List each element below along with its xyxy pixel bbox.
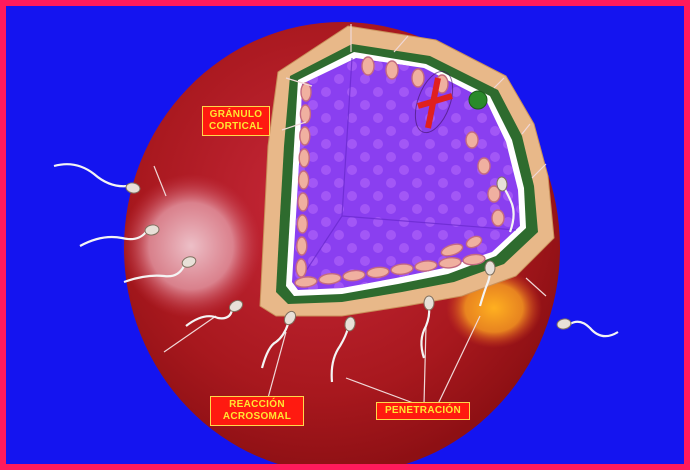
sperm-cell — [556, 318, 618, 336]
corona-radiata — [121, 174, 261, 318]
sperm-cell — [54, 164, 141, 194]
cortical-granule — [296, 259, 306, 277]
cortical-granule — [412, 69, 424, 87]
label-penetracion: PENETRACIÓN — [376, 402, 470, 420]
cortical-granule — [298, 193, 308, 211]
label-granulo-cortical: GRÁNULO CORTICAL — [202, 106, 270, 136]
cortical-granule — [386, 61, 398, 79]
polar-body — [469, 91, 487, 109]
fertilization-diagram — [6, 6, 690, 470]
cortical-granule — [300, 105, 310, 123]
label-reaccion-acrosomal: REACCIÓN ACROSOMAL — [210, 396, 304, 426]
cortical-granule — [492, 210, 504, 226]
cortical-granule — [299, 171, 309, 189]
cortical-granule — [299, 149, 309, 167]
cortical-granule — [297, 215, 307, 233]
cortical-granule — [478, 158, 490, 174]
cortical-granule — [466, 132, 478, 148]
cortical-granule — [297, 237, 307, 255]
cortical-granule — [362, 57, 374, 75]
cortical-granule — [300, 127, 310, 145]
